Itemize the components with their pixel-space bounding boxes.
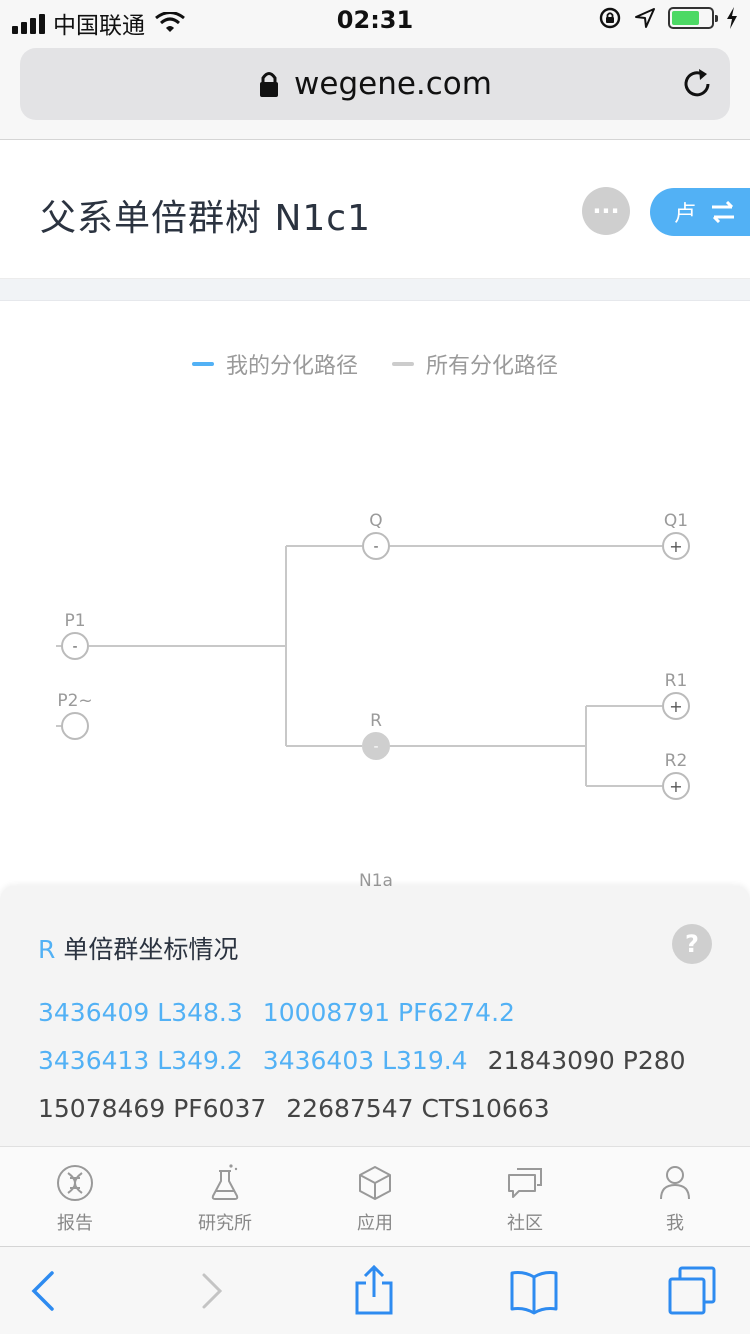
node-circle-p2 [61, 712, 89, 740]
browser-toolbar [0, 1246, 750, 1334]
node-sign-r2: + [669, 777, 682, 796]
status-right [598, 6, 738, 30]
switch-user-button[interactable]: 卢 [650, 188, 750, 236]
dna-icon [57, 1165, 93, 1201]
node-label-r1: R1 [665, 671, 688, 691]
panel-title-text: 单倍群坐标情况 [63, 935, 239, 964]
cube-icon [359, 1166, 391, 1200]
status-bar: 中国联通 02:31 [0, 0, 750, 40]
switch-user-label: 卢 [674, 202, 697, 227]
node-label-p1: P1 [64, 611, 85, 631]
user-icon [660, 1166, 690, 1200]
legend-my-path-label: 我的分化路径 [225, 354, 358, 379]
bookmarks-icon[interactable] [508, 1265, 560, 1317]
tab-report[interactable]: 报告 [0, 1147, 150, 1246]
tab-me[interactable]: 我 [600, 1147, 750, 1246]
swap-arrows-icon [712, 201, 735, 223]
tabs-icon[interactable] [666, 1265, 718, 1317]
snp-marker: 21843090 P280 [487, 1046, 686, 1075]
node-label-r2: R2 [665, 751, 688, 771]
snp-marker: 3436413 L349.2 [38, 1046, 243, 1075]
node-circle-r-selected [362, 732, 390, 760]
node-circle-q1 [662, 532, 690, 560]
node-circle-r1 [662, 692, 690, 720]
back-arrow-icon[interactable] [18, 1265, 70, 1317]
node-sign-r: - [373, 739, 378, 755]
legend-all-paths-label: 所有分化路径 [426, 354, 559, 379]
tab-apps[interactable]: 应用 [300, 1147, 450, 1246]
tree-node-q1[interactable]: Q1 + [662, 511, 690, 560]
flask-icon [211, 1164, 239, 1200]
lock-icon [260, 72, 279, 97]
node-sign-q: - [373, 539, 378, 555]
tree-node-r2[interactable]: R2 + [662, 751, 690, 800]
tree-node-q[interactable]: Q - [362, 511, 390, 560]
node-label-p2: P2~ [57, 691, 92, 711]
location-icon [635, 8, 655, 28]
tree-node-p1[interactable]: P1 - [61, 611, 89, 660]
snp-marker: 22687547 CTS10663 [286, 1094, 550, 1123]
address-url[interactable]: wegene.com [294, 66, 492, 102]
app-tab-bar: 报告 研究所 应用 社区 我 [0, 1146, 750, 1246]
tab-me-label: 我 [666, 1213, 684, 1234]
snp-marker: 3436409 L348.3 [38, 998, 243, 1027]
tree-node-r1[interactable]: R1 + [662, 671, 690, 720]
browser-address-area: wegene.com [0, 40, 750, 140]
tab-lab-label: 研究所 [198, 1213, 252, 1234]
signal-icon [12, 12, 45, 34]
charging-icon [727, 7, 737, 29]
address-bar[interactable]: wegene.com [20, 48, 730, 120]
node-label-q: Q [369, 511, 382, 531]
page-title: 父系单倍群树 N1c1 [40, 198, 371, 239]
panel-title-haplogroup: R [38, 935, 56, 964]
node-label-r: R [370, 711, 382, 731]
tab-community-label: 社区 [507, 1213, 543, 1234]
node-sign-r1: + [669, 697, 682, 716]
page-header: 父系单倍群树 N1c1 ··· 卢 [0, 141, 750, 279]
more-button[interactable]: ··· [582, 187, 630, 235]
haplogroup-tree[interactable]: P1 - P2~ Q - R - Q1 + R1 + R2 + N1a [0, 400, 750, 890]
legend-my-path[interactable]: 我的分化路径 [191, 348, 358, 380]
tree-branches [56, 545, 662, 787]
node-label-q1: Q1 [664, 511, 688, 531]
snp-marker: 15078469 PF6037 [38, 1094, 267, 1123]
tab-apps-label: 应用 [357, 1213, 393, 1234]
node-circle-q [362, 532, 390, 560]
node-circle-r2 [662, 772, 690, 800]
legend-swatch-my-path [191, 362, 214, 366]
node-sign-q1: + [669, 537, 682, 556]
snp-marker: 3436403 L319.4 [262, 1046, 468, 1075]
chat-icon [508, 1168, 542, 1198]
orientation-lock-icon [599, 7, 621, 29]
wifi-icon [155, 12, 185, 32]
battery-icon [668, 7, 718, 29]
status-time: 02:31 [336, 6, 414, 34]
carrier-name: 中国联通 [53, 13, 145, 39]
share-icon[interactable] [348, 1265, 400, 1317]
tab-lab[interactable]: 研究所 [150, 1147, 300, 1246]
status-left: 中国联通 [12, 6, 185, 40]
help-button[interactable]: ? [672, 924, 712, 964]
tab-report-label: 报告 [57, 1213, 93, 1234]
snp-marker-list: 3436409 L348.3 10008791 PF6274.2 3436413… [38, 996, 728, 1126]
tree-node-p2[interactable]: P2~ [57, 691, 93, 740]
node-circle-p1 [61, 632, 89, 660]
forward-arrow-icon[interactable] [186, 1265, 238, 1317]
legend-swatch-all-paths [392, 362, 414, 366]
tree-legend: 我的分化路径 所有分化路径 [0, 348, 750, 380]
tree-footer-label: N1a [359, 871, 393, 890]
legend-all-paths[interactable]: 所有分化路径 [392, 348, 558, 380]
section-divider [0, 279, 750, 301]
tab-community[interactable]: 社区 [450, 1147, 600, 1246]
tree-node-r[interactable]: R - [362, 711, 390, 760]
node-sign-p1: - [72, 639, 77, 655]
address-content: wegene.com [20, 48, 730, 120]
snp-marker: 10008791 PF6274.2 [262, 998, 515, 1027]
reload-icon[interactable] [680, 66, 716, 102]
